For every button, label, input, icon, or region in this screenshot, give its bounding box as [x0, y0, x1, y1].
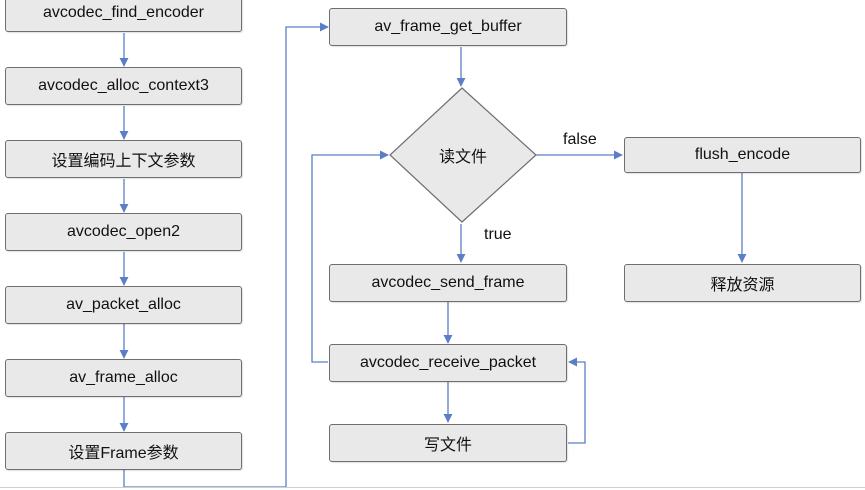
- edge-label-false: false: [563, 131, 597, 148]
- node-write-file: 写文件: [329, 424, 567, 462]
- node-av-packet-alloc: av_packet_alloc: [5, 286, 242, 324]
- node-set-frame-params: 设置Frame参数: [5, 432, 242, 470]
- bottom-divider: [0, 487, 865, 488]
- node-av-frame-get-buffer: av_frame_get_buffer: [329, 8, 567, 46]
- node-avcodec-open2: avcodec_open2: [5, 213, 242, 251]
- edge-label-true: true: [484, 226, 512, 243]
- decision-read-file: 读文件: [438, 149, 487, 166]
- node-avcodec-receive-packet: avcodec_receive_packet: [329, 344, 567, 382]
- node-avcodec-alloc-context3: avcodec_alloc_context3: [5, 67, 242, 105]
- node-avcodec-send-frame: avcodec_send_frame: [329, 264, 567, 302]
- arrow-write-loop-to-receive: [568, 357, 586, 444]
- node-flush-encode: flush_encode: [624, 137, 861, 173]
- node-avcodec-find-encoder: avcodec_find_encoder: [5, 0, 242, 32]
- node-release-resources: 释放资源: [624, 264, 861, 302]
- node-set-codec-context-params: 设置编码上下文参数: [5, 140, 242, 178]
- node-av-frame-alloc: av_frame_alloc: [5, 359, 242, 397]
- arrow-receive-loop-to-read: [311, 150, 389, 363]
